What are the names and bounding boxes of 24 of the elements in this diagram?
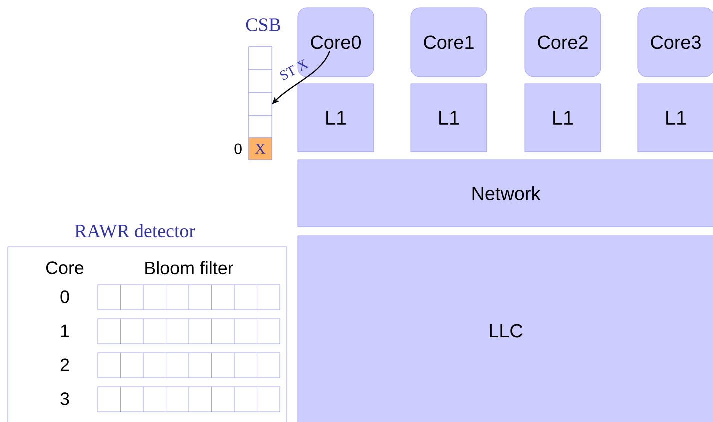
buffer-cell: X <box>248 138 272 160</box>
cache-box: L1 <box>410 84 488 152</box>
panel-heading: RAWR detector <box>75 224 196 238</box>
row-label: 1 <box>61 324 70 338</box>
cache-box: L1 <box>524 84 602 152</box>
buffer-cell <box>248 46 272 70</box>
buffer-cell <box>248 92 272 116</box>
buffer-cell <box>248 70 272 94</box>
row-label: 0 <box>60 290 70 304</box>
core-box: Core1 <box>410 8 488 78</box>
stack-heading: CSB <box>246 18 280 32</box>
cache-box: L1 <box>298 84 374 152</box>
column-header: Bloom filter <box>146 261 234 275</box>
row-label: 2 <box>60 358 70 372</box>
core-box: Core2 <box>524 8 602 78</box>
row-label: 3 <box>60 392 70 406</box>
block-box: Network <box>298 160 713 228</box>
buffer-cell <box>248 116 272 138</box>
column-header: Core <box>46 262 84 274</box>
edge-label: ST X <box>280 59 310 80</box>
index-label: 0 <box>234 144 242 154</box>
core-box: Core3 <box>638 8 713 78</box>
block-box: LLC <box>298 236 713 422</box>
cache-box: L1 <box>638 84 713 152</box>
